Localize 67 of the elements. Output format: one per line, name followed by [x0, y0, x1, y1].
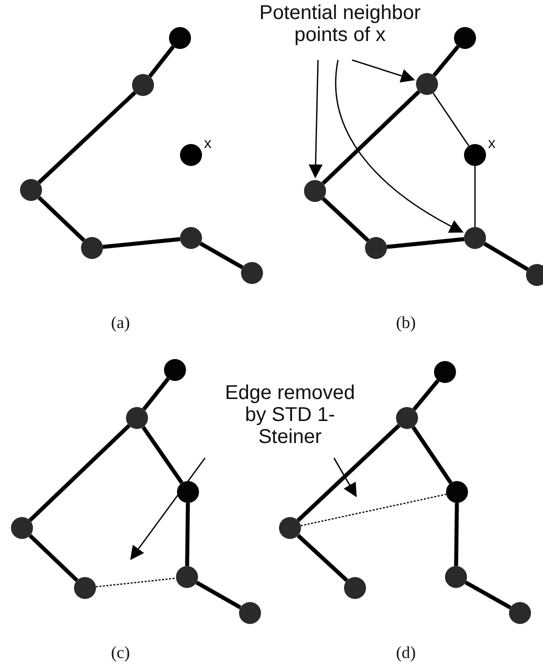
tree-edge: [296, 534, 348, 582]
vertex-dot: [126, 407, 148, 429]
panel-caption: (b): [396, 313, 416, 333]
removed-edge: [300, 494, 446, 526]
vertex-dot: [446, 481, 468, 503]
vertex-dot: [180, 144, 202, 166]
vertex-dot: [164, 359, 186, 381]
tree-edge: [200, 242, 244, 270]
panel-caption: (a): [111, 313, 130, 333]
leader-arrow: [130, 458, 206, 560]
vertex-dot: [169, 27, 191, 49]
vertex-dot: [526, 264, 543, 286]
vertex-dot: [239, 602, 261, 624]
vertex-dot: [81, 237, 103, 259]
vertex-dot: [445, 566, 467, 588]
tree-edge: [464, 580, 512, 610]
vertex-dot: [176, 566, 198, 588]
tree-edge: [412, 379, 440, 411]
vertex-dot: [509, 602, 531, 624]
point-label: x: [488, 135, 496, 152]
panel-caption: (c): [111, 643, 130, 663]
point-label: x: [204, 135, 212, 152]
vertex-dot: [279, 517, 301, 539]
vertex-dot: [11, 517, 33, 539]
vertex-dot: [132, 74, 154, 96]
vertex-dot: [74, 577, 96, 599]
leader-arrow: [333, 458, 357, 498]
vertex-dot: [344, 577, 366, 599]
tree-edge: [432, 92, 470, 146]
tree-edge: [196, 580, 242, 610]
vertex-dot: [464, 144, 486, 166]
tree-edge: [102, 237, 180, 249]
tree-edge: [386, 237, 464, 249]
leader-arrow: [335, 60, 464, 233]
vertex-dot: [304, 180, 326, 202]
panel-caption: (d): [396, 643, 416, 663]
callout-text: Edge removed by STD 1-Steiner: [180, 382, 400, 458]
tree-edge: [28, 534, 78, 582]
vertex-dot: [241, 262, 263, 284]
tree-edge: [412, 426, 452, 484]
tree-edge: [454, 502, 459, 566]
vertex-dot: [464, 227, 486, 249]
tree-edge: [432, 45, 460, 77]
vertex-dot: [20, 179, 42, 201]
leader-arrow: [352, 59, 416, 83]
vertex-dot: [434, 361, 456, 383]
vertex-dot: [177, 481, 199, 503]
vertex-dot: [416, 73, 438, 95]
vertex-dot: [365, 237, 387, 259]
tree-edge: [474, 166, 476, 227]
tree-edge: [296, 424, 400, 522]
tree-edge: [185, 502, 190, 566]
vertex-dot: [454, 27, 476, 49]
leader-arrow: [308, 60, 323, 178]
tree-edge: [322, 90, 420, 185]
tree-edge: [28, 424, 130, 522]
tree-edge: [483, 242, 529, 272]
tree-edge: [322, 197, 370, 242]
vertex-dot: [180, 227, 202, 249]
tree-edge: [142, 426, 184, 484]
tree-edge: [142, 377, 170, 411]
vertex-dot: [396, 407, 418, 429]
removed-edge: [96, 578, 176, 588]
tree-edge: [38, 196, 86, 242]
tree-edge: [148, 45, 175, 78]
tree-edge: [38, 91, 136, 184]
callout-text: Potential neighbor points of x: [240, 2, 440, 60]
